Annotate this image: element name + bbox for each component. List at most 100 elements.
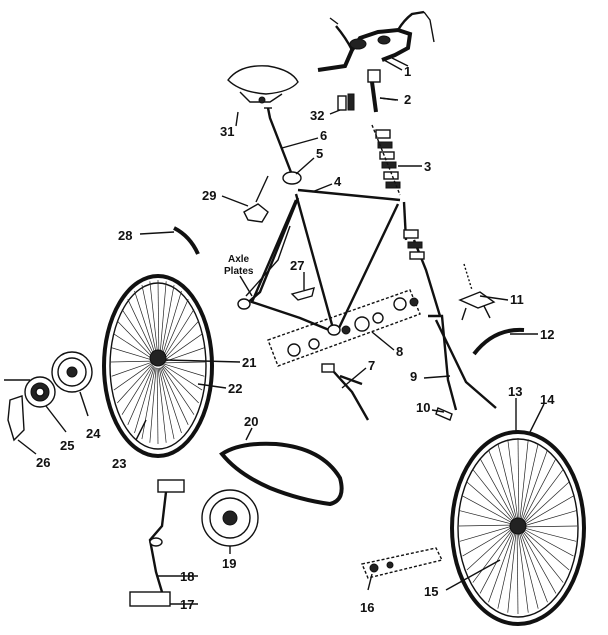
headset-parts [371,124,401,196]
label-17: 17 [180,597,194,612]
rear-wheel-spoke [110,360,153,363]
label-29: 29 [202,188,216,203]
label-14: 14 [540,392,555,407]
part-number-labels: 1 2 3 4 5 6 7 8 9 10 11 12 13 14 15 16 1… [36,64,555,615]
front-axle [361,547,444,579]
label-12: 12 [540,327,554,342]
handlebar-stem [367,69,399,113]
front-wheel-spoke [459,510,513,525]
rear-wheel-spoke [162,365,199,404]
front-wheel-spoke [507,439,519,521]
crank-and-pedal [129,479,185,607]
seat-clamp [337,93,355,111]
rear-wheel [102,274,214,458]
rear-wheel-spoke [134,290,157,357]
rear-wheel-spoke [163,320,199,361]
front-wheel-spoke [523,510,577,527]
front-wheel-spoke [472,469,515,522]
front-wheel-spoke [520,530,557,594]
rear-sprocket [24,376,56,408]
rear-wheel-spoke [162,299,189,359]
label-27: 27 [290,258,304,273]
rear-brake [243,175,269,223]
front-wheel-spoke [479,458,516,522]
rear-wheel-spoke [149,367,157,443]
front-wheel-spoke [517,531,529,613]
front-wheel-spoke [458,524,513,527]
front-wheel-spoke [522,469,564,524]
front-wheel-spoke [522,529,570,571]
front-wheel-spoke [488,449,517,521]
rear-wheel-spoke [159,367,182,434]
front-wheel-spoke [518,531,539,609]
front-wheel-spoke [488,530,515,603]
front-wheel-spoke [523,525,578,528]
rear-wheel-spoke [111,361,153,377]
axle-plates-label-line1: Axle [228,254,250,265]
chain [219,441,344,507]
label-3: 3 [424,159,431,174]
front-wheel-spoke [516,531,519,615]
front-brake [458,263,496,321]
label-28: 28 [118,228,132,243]
rear-wheel-spoke [141,367,156,440]
label-26: 26 [36,455,50,470]
front-wheel-spoke [520,443,539,521]
front-wheel-spoke [521,530,564,583]
front-wheel-spoke [519,531,548,603]
front-wheel [450,430,586,626]
axle-bolt [435,407,453,421]
label-10: 10 [416,400,430,415]
label-15: 15 [424,584,438,599]
label-19: 19 [222,556,236,571]
rear-wheel-spoke [113,362,153,391]
label-1: 1 [404,64,411,79]
front-wheel-spoke [507,531,517,613]
label-24: 24 [86,426,101,441]
rear-wheel-spoke [161,366,195,415]
rear-wheel-spoke [163,361,206,364]
front-wheel-spoke [523,527,577,542]
front-wheel-spoke [517,437,520,521]
rear-wheel-spoke [160,366,189,425]
rear-wheel-spoke [157,367,167,443]
label-7: 7 [368,358,375,373]
label-23: 23 [112,456,126,471]
seat-post [264,107,302,185]
front-wheel-spoke [497,443,518,521]
rear-wheel-spoke [163,363,205,377]
chain-guard-bracket [290,287,315,301]
front-wheel-spoke [472,528,514,583]
rear-wheel-spoke [117,320,154,359]
label-31: 31 [220,124,234,139]
leader-lines [17,59,545,605]
rear-wheel-spoke [163,333,203,362]
rear-wheel-spoke [149,281,159,357]
label-11: 11 [510,292,524,307]
rear-wheel-spoke [127,299,156,358]
front-fender [472,327,525,356]
label-4: 4 [334,174,342,189]
label-6: 6 [320,128,327,143]
axle-plates-label-line2: Plates [224,266,254,277]
rear-wheel-spoke [156,367,159,445]
chainring [201,489,259,547]
rear-wheel-spoke [121,309,155,358]
front-wheel-spoke [523,481,570,525]
handlebar [317,10,435,72]
label-32: 32 [310,108,324,123]
rear-wheel-spoke [161,290,182,358]
front-wheel-spoke [497,531,516,609]
rear-wheel-spoke [159,281,167,357]
front-wheel-spoke [521,449,548,522]
front-wheel-spoke [466,481,514,523]
label-21: 21 [242,355,256,370]
front-wheel-spoke [462,526,513,557]
rear-wheel-spoke [157,279,160,357]
rear-wheel-spoke [121,364,154,415]
label-25: 25 [60,438,74,453]
label-22: 22 [228,381,242,396]
rear-wheel-spoke [113,333,153,360]
rear-wheel-spoke [117,363,153,404]
